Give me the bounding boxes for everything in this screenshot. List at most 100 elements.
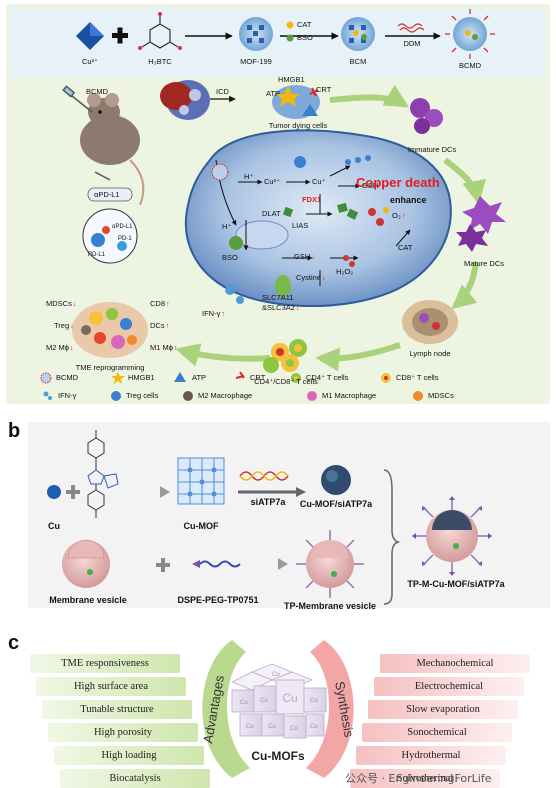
o2-label: O₂ [392, 212, 406, 220]
legend-mdscs: MDSCs [428, 391, 454, 400]
dlat-label: DLAT [262, 209, 281, 218]
panel-c-letter: c [8, 632, 20, 654]
hplus-2-label: H⁺ [222, 222, 232, 231]
gsh-2-label: GSH [294, 253, 315, 261]
synthesis-item: Sonochemical [362, 723, 512, 742]
advantage-item: High porosity [48, 723, 198, 742]
cube-label-1: Cu [240, 700, 248, 706]
panel-b-graphics [28, 422, 550, 608]
syringe-icon [62, 85, 93, 113]
bcmd-icon [445, 9, 495, 59]
tme-cluster-icon [72, 302, 148, 358]
gsh-label: GSH [362, 181, 379, 190]
tme-mdscs-label: MDSCs [46, 300, 77, 308]
synthesis-arc [306, 640, 354, 778]
lymph-node-icon [402, 300, 458, 344]
bcmd-inside-icon [211, 163, 229, 181]
legend-panel-a [40, 371, 423, 401]
immature-dc-icon [410, 98, 443, 134]
cube-label-4: Cu [246, 724, 254, 730]
slc2-label: &SLC3A2 [262, 304, 300, 312]
h3btc-molecule-icon [138, 12, 182, 50]
sirna-helix-icon [239, 471, 289, 481]
cu-sphere-icon [47, 485, 61, 499]
crt-label: CRT [316, 85, 332, 94]
mature-dcs-label: Mature DCs [463, 259, 505, 268]
h2o2-label: H₂O₂ [336, 267, 354, 276]
legend-treg: Treg cells [126, 391, 159, 400]
legend-m1: M1 Macrophage [322, 391, 377, 400]
bcm-icon [341, 17, 375, 51]
mouse-icon [80, 93, 145, 206]
cu2-crystal-icon [76, 22, 104, 50]
ddm-chain-icon [397, 23, 425, 33]
cube-label-8: Cu [272, 672, 280, 678]
cuplus-label: Cu⁺ [312, 177, 326, 186]
cube-center-label: Cu [282, 691, 297, 705]
fdx1-label: FDX1 [302, 195, 322, 204]
immature-dcs-label: Immature DCs [407, 145, 457, 154]
panel-a: a [0, 0, 556, 410]
panel-c: c Cu Cu Cu Cu Cu [0, 630, 556, 788]
cu2-cell-label: Cu²⁺ [264, 177, 281, 186]
plus-icon-b [66, 485, 80, 499]
mitochondrion [235, 220, 289, 250]
lias-label: LIAS [292, 221, 309, 230]
ligand-molecule-icon [87, 430, 119, 518]
panel-b: b [0, 418, 556, 618]
synthesis-item: Slow evaporation [368, 700, 518, 719]
cat-dot-icon [286, 21, 294, 29]
tp-membrane-vesicle-icon [296, 530, 364, 598]
mouse-bcmd-label: BCMD [86, 87, 109, 96]
tme-m2-label: M2 Mϕ [46, 344, 74, 352]
synthesis-item: Electrochemical [374, 677, 524, 696]
legend-ifn: IFN-γ [58, 391, 77, 400]
bso-green-icon [229, 236, 243, 250]
legend-atp: ATP [192, 373, 207, 382]
cu-label: Cu [48, 521, 60, 531]
tp-membrane-label: TP-Membrane vesicle [283, 601, 377, 611]
tme-cd8-label: CD8 [150, 300, 170, 308]
flow-arrow-to-mature [443, 157, 486, 205]
final-np-label: TP-M-Cu-MOF/siATP7a [407, 579, 505, 589]
synthesis-item: Hydrothermal [356, 746, 506, 765]
t-cells-label: CD4⁺/CD8⁺ T cells [254, 377, 318, 386]
bso-cell-label: BSO [222, 253, 238, 262]
membrane-vesicle-label: Membrane vesicle [49, 595, 127, 605]
ifn-label: IFN-γ [202, 310, 225, 318]
legend-crt: CRT [250, 373, 266, 382]
h3btc-label: H₃BTC [148, 57, 172, 66]
cat-cell-label: CAT [398, 243, 413, 252]
cube-label-2: Cu [260, 698, 268, 704]
advantage-item: Tunable structure [42, 700, 192, 719]
final-nanoparticle-icon [412, 496, 492, 576]
atp-label: ATP [266, 89, 281, 98]
apdl1-vial [87, 187, 133, 202]
hplus-1-label: H⁺ [244, 172, 254, 181]
mature-dc-icon [456, 196, 506, 252]
cube-label-7: Cu [310, 724, 318, 730]
panel-c-graphics: Cu Cu Cu Cu Cu Cu Cu Cu Cu Advantages Sy… [200, 640, 357, 778]
inset-pd1-label: PD-1 [118, 236, 132, 242]
plus-icon-b2 [156, 558, 170, 572]
tumor-dying-label: Tumor dying cells [268, 121, 328, 130]
dspe-peg-tp0751-icon [192, 560, 241, 568]
mof199-label: MOF-199 [240, 57, 272, 66]
cu-cube-cluster [231, 663, 327, 739]
advantage-item: Biocatalysis [60, 769, 210, 788]
legend-bcmd: BCMD [56, 373, 79, 382]
inset-apdl1-label: αPD-L1 [112, 224, 133, 230]
tumor-cell-body [184, 129, 452, 307]
inset-pdl1-label: PD-L1 [88, 252, 106, 258]
flow-arrow-to-immature [329, 84, 410, 108]
cube-labels: Cu Cu Cu Cu Cu Cu Cu Cu [240, 672, 318, 732]
advantage-item: High surface area [36, 677, 186, 696]
tme-treg-label: Treg [54, 322, 74, 330]
advantage-item: High loading [54, 746, 204, 765]
watermark: 公众号 · EngineeringForLife [345, 772, 492, 785]
legend-m2: M2 Macrophage [198, 391, 253, 400]
legend-cd8: CD8⁺ T cells [396, 373, 439, 382]
flow-arrow-to-lymph [451, 261, 479, 310]
dlat-oligomer-icon [282, 202, 359, 220]
advantage-item: TME responsiveness [30, 654, 180, 673]
